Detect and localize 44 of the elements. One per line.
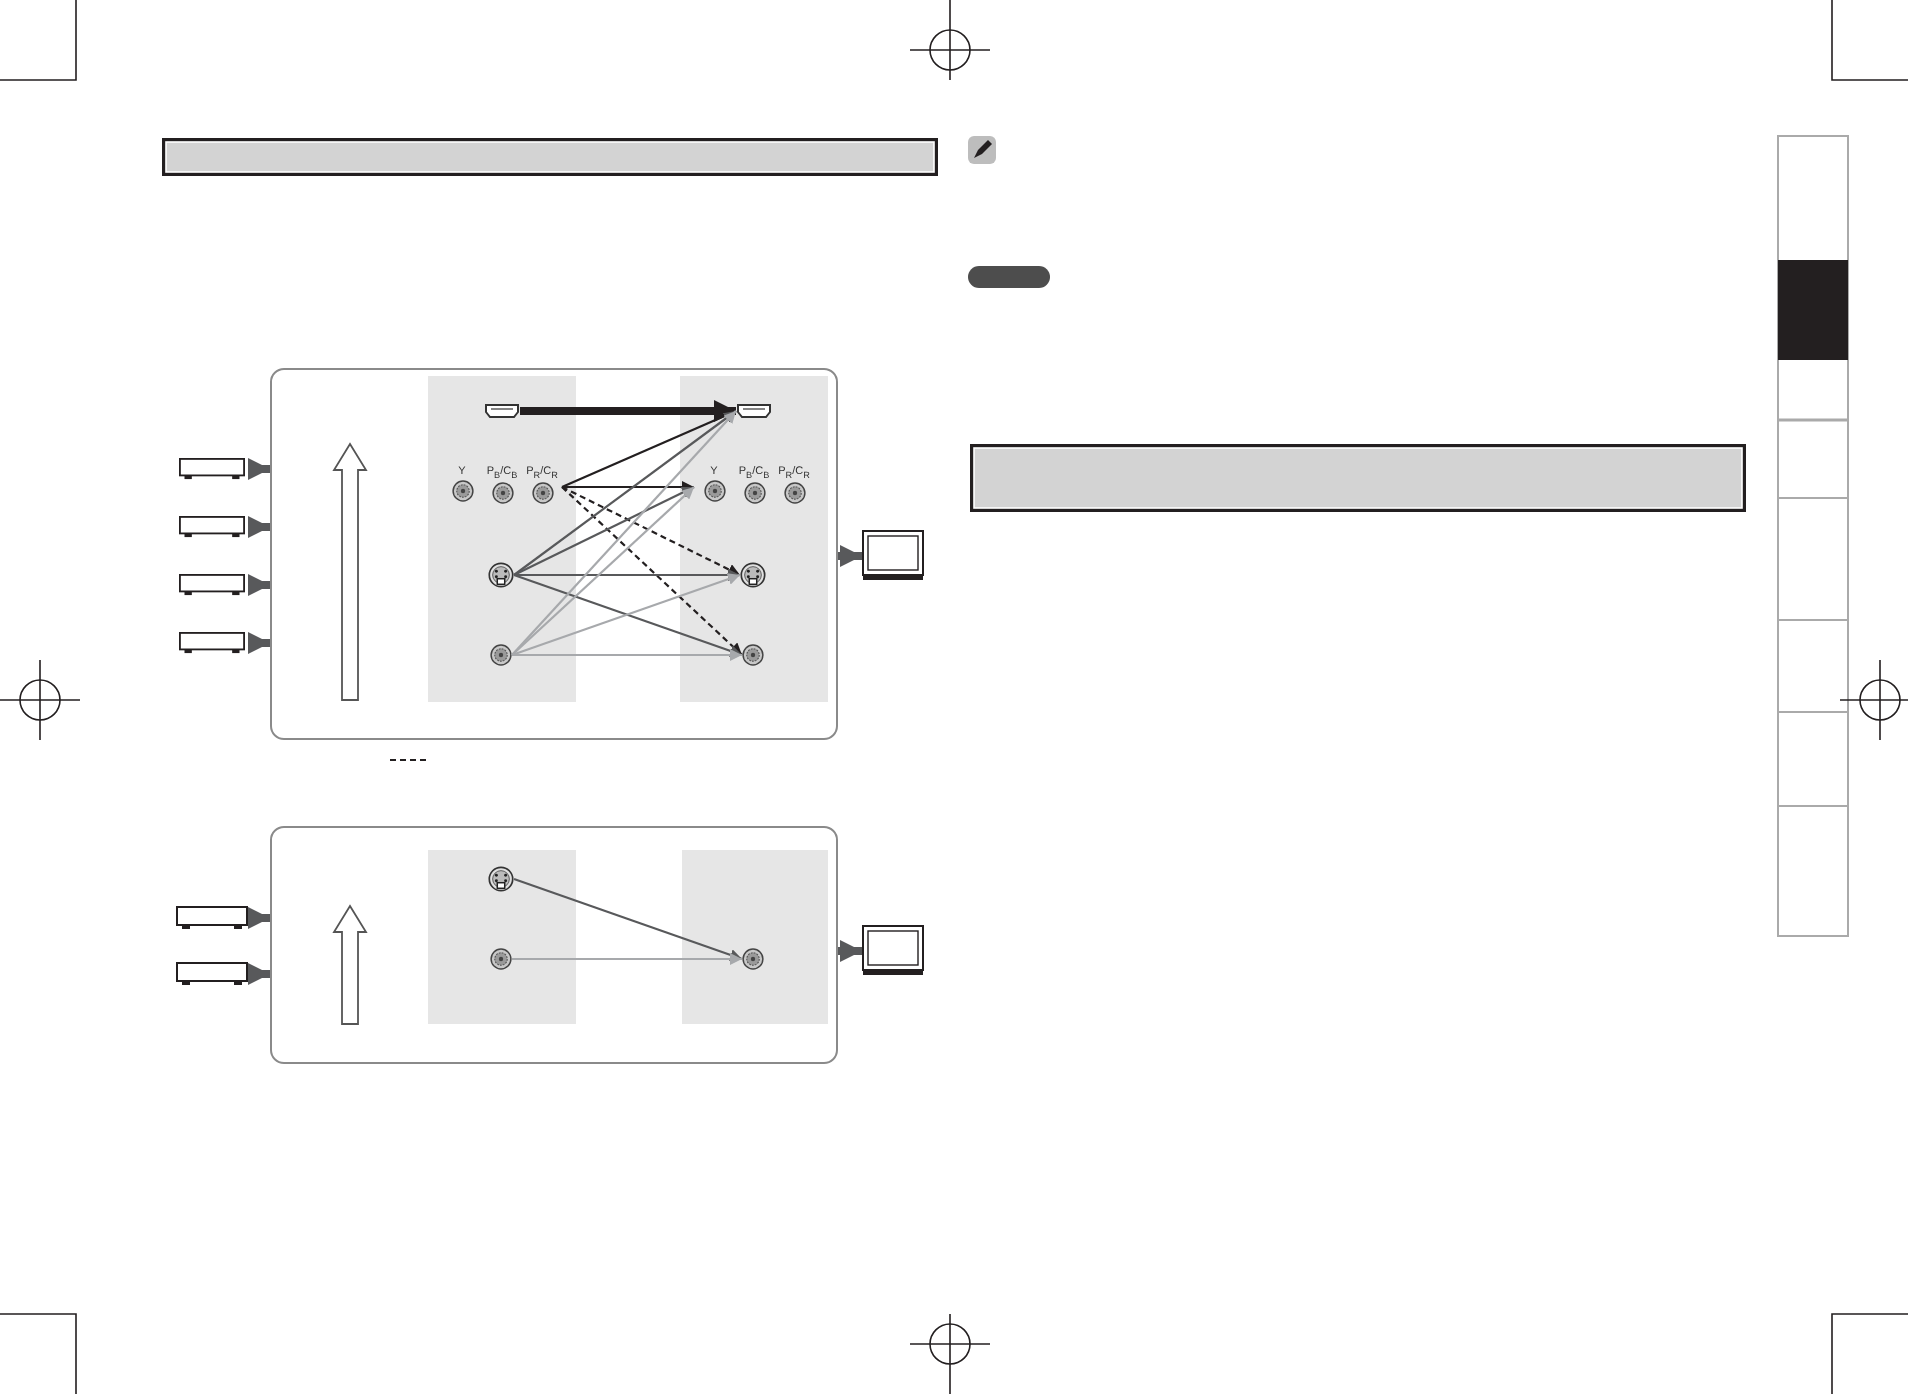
- input-panel: [428, 376, 576, 702]
- connection-arrow: [561, 486, 743, 656]
- hdmi-port-icon: [484, 402, 520, 420]
- connection-arrow: [520, 400, 736, 422]
- connection-arrow: [511, 486, 695, 656]
- connection-arrow: [248, 632, 270, 654]
- connection-arrow: [838, 545, 862, 567]
- tv-icon: [862, 530, 924, 582]
- connection-arrow: [512, 953, 742, 965]
- rca-jack-icon: [490, 644, 512, 666]
- tv-icon: [862, 924, 924, 978]
- hdmi-port-icon: [736, 402, 772, 420]
- player-device-icon: [176, 574, 248, 596]
- diagram-frame: [270, 826, 838, 1064]
- s-video-jack-icon: [740, 562, 766, 588]
- output-panel: [682, 850, 828, 1024]
- player-device-icon: [176, 458, 248, 480]
- connection-arrow: [561, 410, 737, 488]
- connection-arrow: [248, 907, 270, 929]
- s-video-jack-icon: [488, 562, 514, 588]
- connection-arrow: [513, 877, 743, 961]
- connection-arrow: [248, 963, 270, 985]
- connection-arrow: [248, 574, 270, 596]
- connection-arrow: [513, 486, 695, 576]
- connection-arrow: [248, 516, 270, 538]
- rca-jack-icon: [490, 948, 512, 970]
- input-panel: [428, 850, 576, 1024]
- s-video-jack-icon: [488, 866, 514, 892]
- diagram-frame: [270, 368, 838, 740]
- connection-arrow: [511, 410, 737, 656]
- player-device-icon: [176, 632, 248, 654]
- player-device-icon: [176, 516, 248, 538]
- connection-arrow: [838, 940, 862, 962]
- connection-arrow: [512, 649, 742, 661]
- player-device-icon: [176, 906, 248, 930]
- connection-arrow: [562, 481, 694, 493]
- connection-arrow: [513, 410, 737, 576]
- connection-arrow: [514, 569, 740, 581]
- player-device-icon: [176, 962, 248, 986]
- connection-arrow: [248, 458, 270, 480]
- connection-arrow: [561, 486, 741, 576]
- rca-jack-icon: [742, 644, 764, 666]
- output-panel: [680, 376, 828, 702]
- rca-jack-icon: [742, 948, 764, 970]
